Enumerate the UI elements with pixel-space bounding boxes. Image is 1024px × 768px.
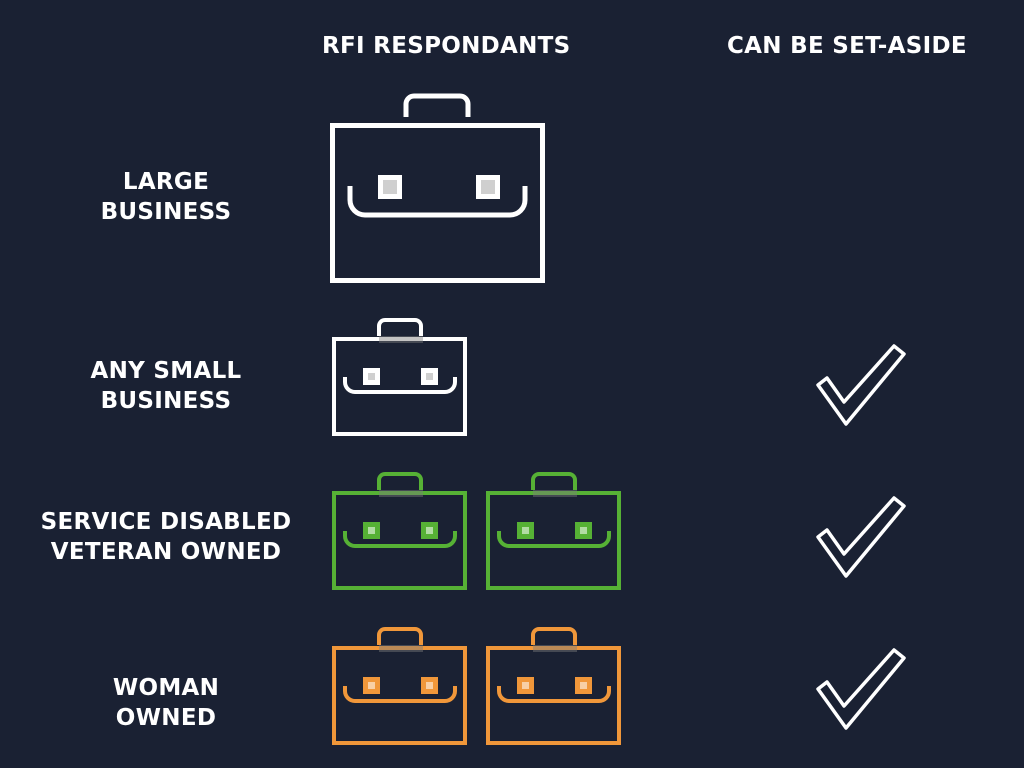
column-header-can-be-set-aside: CAN BE SET-ASIDE bbox=[727, 33, 967, 59]
briefcase-icon bbox=[486, 627, 621, 745]
row-label-line: ANY SMALL bbox=[90, 358, 242, 384]
row-label-line: WOMAN bbox=[112, 675, 220, 701]
row-label-line: LARGE bbox=[122, 169, 210, 195]
row-label-line: VETERAN OWNED bbox=[50, 539, 282, 565]
briefcase-icon bbox=[332, 627, 467, 745]
row-label-woman-owned: WOMAN OWNED bbox=[20, 673, 312, 733]
column-header-rfi-respondants: RFI RESPONDANTS bbox=[322, 33, 571, 59]
row-label-line: SERVICE DISABLED bbox=[40, 509, 292, 535]
row-label-any-small-business: ANY SMALL BUSINESS bbox=[20, 356, 312, 416]
checkmark-icon bbox=[816, 648, 906, 730]
row-label-line: BUSINESS bbox=[100, 388, 232, 414]
row-label-line: OWNED bbox=[115, 705, 217, 731]
briefcase-icon bbox=[332, 472, 467, 590]
briefcase-icon bbox=[330, 93, 545, 283]
row-label-service-disabled-veteran-owned: SERVICE DISABLED VETERAN OWNED bbox=[20, 507, 312, 567]
checkmark-icon bbox=[816, 344, 906, 426]
briefcase-icon bbox=[486, 472, 621, 590]
checkmark-icon bbox=[816, 496, 906, 578]
row-label-large-business: LARGE BUSINESS bbox=[20, 167, 312, 227]
briefcase-icon bbox=[332, 318, 467, 436]
row-label-line: BUSINESS bbox=[100, 199, 232, 225]
